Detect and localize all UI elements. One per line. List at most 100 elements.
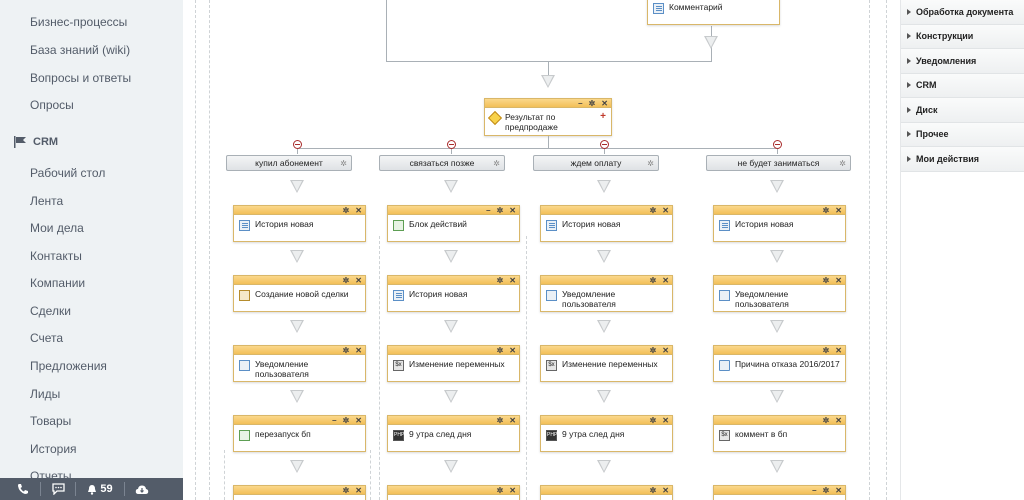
branch-condition[interactable]: купил абонемент✲: [226, 155, 352, 171]
settings-icon[interactable]: ✲: [649, 276, 657, 285]
sidebar-item-polls[interactable]: Опросы: [30, 98, 74, 112]
settings-icon[interactable]: ✲: [649, 206, 657, 215]
close-icon[interactable]: ✕: [355, 486, 362, 495]
settings-icon[interactable]: ✲: [839, 159, 846, 168]
notifications-button[interactable]: 59: [80, 480, 120, 498]
settings-icon[interactable]: ✲: [493, 159, 500, 168]
panel-section-constructs[interactable]: Конструкции: [901, 24, 1024, 49]
activity-block[interactable]: ✲✕ История новая: [233, 205, 366, 242]
settings-icon[interactable]: ✲: [822, 276, 830, 285]
settings-icon[interactable]: ✲: [649, 346, 657, 355]
settings-icon[interactable]: ✲: [340, 159, 347, 168]
minimize-icon[interactable]: –: [812, 486, 817, 495]
settings-icon[interactable]: ✲: [647, 159, 654, 168]
settings-icon[interactable]: ✲: [496, 276, 504, 285]
settings-icon[interactable]: ✲: [822, 206, 830, 215]
sidebar-item-companies[interactable]: Компании: [30, 276, 86, 290]
close-icon[interactable]: ✕: [509, 416, 516, 425]
settings-icon[interactable]: ✲: [342, 416, 350, 425]
close-icon[interactable]: ✕: [509, 486, 516, 495]
activity-block[interactable]: –✲✕ Блок действий: [387, 205, 520, 242]
close-icon[interactable]: ✕: [509, 346, 516, 355]
settings-icon[interactable]: ✲: [588, 99, 596, 108]
minimize-icon[interactable]: –: [486, 206, 491, 215]
close-icon[interactable]: ✕: [601, 99, 608, 108]
settings-icon[interactable]: ✲: [342, 276, 350, 285]
close-icon[interactable]: ✕: [662, 276, 669, 285]
activity-block[interactable]: ✲✕: [540, 485, 673, 500]
close-icon[interactable]: ✕: [662, 486, 669, 495]
cloud-icon[interactable]: [129, 480, 155, 498]
sidebar-item-history[interactable]: История: [30, 442, 77, 456]
activity-block[interactable]: ✲✕ Уведомление пользователя: [233, 345, 366, 382]
activity-block[interactable]: ✲✕ Уведомление пользователя: [713, 275, 846, 312]
sidebar-item-deals[interactable]: Сделки: [30, 304, 71, 318]
settings-icon[interactable]: ✲: [822, 346, 830, 355]
sidebar-item-products[interactable]: Товары: [30, 414, 72, 428]
panel-section-my-actions[interactable]: Мои действия: [901, 147, 1024, 172]
sidebar-item-my-tasks[interactable]: Мои дела: [30, 221, 84, 235]
settings-icon[interactable]: ✲: [649, 486, 657, 495]
activity-block[interactable]: Комментарий: [647, 0, 780, 25]
settings-icon[interactable]: ✲: [342, 346, 350, 355]
close-icon[interactable]: ✕: [662, 416, 669, 425]
panel-section-disk[interactable]: Диск: [901, 98, 1024, 123]
settings-icon[interactable]: ✲: [496, 416, 504, 425]
panel-section-crm[interactable]: CRM: [901, 73, 1024, 98]
sidebar-item-invoices[interactable]: Счета: [30, 331, 64, 345]
add-branch-icon[interactable]: +: [600, 111, 606, 122]
sidebar-group-crm[interactable]: CRM: [14, 136, 58, 148]
settings-icon[interactable]: ✲: [496, 346, 504, 355]
sidebar-item-bizproc[interactable]: Бизнес-процессы: [30, 15, 128, 29]
sidebar-item-leads[interactable]: Лиды: [30, 387, 61, 401]
close-icon[interactable]: ✕: [835, 416, 842, 425]
close-icon[interactable]: ✕: [509, 206, 516, 215]
settings-icon[interactable]: ✲: [342, 206, 350, 215]
panel-section-other[interactable]: Прочее: [901, 122, 1024, 147]
activity-block[interactable]: ✲✕ Создание новой сделки: [233, 275, 366, 312]
activity-block[interactable]: –✲✕ перезапуск бп: [233, 415, 366, 452]
branch-condition[interactable]: не будет заниматься✲: [706, 155, 851, 171]
activity-block[interactable]: –✲✕: [713, 485, 846, 500]
sidebar-item-desktop[interactable]: Рабочий стол: [30, 166, 106, 180]
phone-icon[interactable]: [10, 480, 36, 498]
close-icon[interactable]: ✕: [355, 416, 362, 425]
remove-branch-icon[interactable]: [600, 140, 609, 149]
remove-branch-icon[interactable]: [293, 140, 302, 149]
chat-icon[interactable]: [45, 480, 71, 498]
minimize-icon[interactable]: –: [578, 99, 583, 108]
close-icon[interactable]: ✕: [509, 276, 516, 285]
activity-block[interactable]: ✲✕: [387, 485, 520, 500]
sidebar-item-wiki[interactable]: База знаний (wiki): [30, 43, 131, 57]
close-icon[interactable]: ✕: [835, 276, 842, 285]
minimize-icon[interactable]: –: [332, 416, 337, 425]
settings-icon[interactable]: ✲: [649, 416, 657, 425]
close-icon[interactable]: ✕: [835, 346, 842, 355]
sidebar-item-faq[interactable]: Вопросы и ответы: [30, 71, 132, 85]
close-icon[interactable]: ✕: [835, 206, 842, 215]
activity-block[interactable]: ✲✕ История новая: [387, 275, 520, 312]
activity-block[interactable]: ✲✕ Уведомление пользователя: [540, 275, 673, 312]
sidebar-item-feed[interactable]: Лента: [30, 194, 64, 208]
settings-icon[interactable]: ✲: [822, 416, 830, 425]
close-icon[interactable]: ✕: [355, 346, 362, 355]
settings-icon[interactable]: ✲: [342, 486, 350, 495]
settings-icon[interactable]: ✲: [496, 206, 504, 215]
close-icon[interactable]: ✕: [355, 206, 362, 215]
settings-icon[interactable]: ✲: [496, 486, 504, 495]
close-icon[interactable]: ✕: [355, 276, 362, 285]
activity-block[interactable]: ✲✕ Причина отказа 2016/2017: [713, 345, 846, 382]
remove-branch-icon[interactable]: [773, 140, 782, 149]
sidebar-item-contacts[interactable]: Контакты: [30, 249, 82, 263]
panel-section-doc[interactable]: Обработка документа: [901, 0, 1024, 25]
remove-branch-icon[interactable]: [447, 140, 456, 149]
activity-block[interactable]: ✲✕ История новая: [713, 205, 846, 242]
close-icon[interactable]: ✕: [835, 486, 842, 495]
workflow-canvas[interactable]: Комментарий –✲✕ Результат по предпродаже…: [183, 0, 900, 500]
close-icon[interactable]: ✕: [662, 346, 669, 355]
